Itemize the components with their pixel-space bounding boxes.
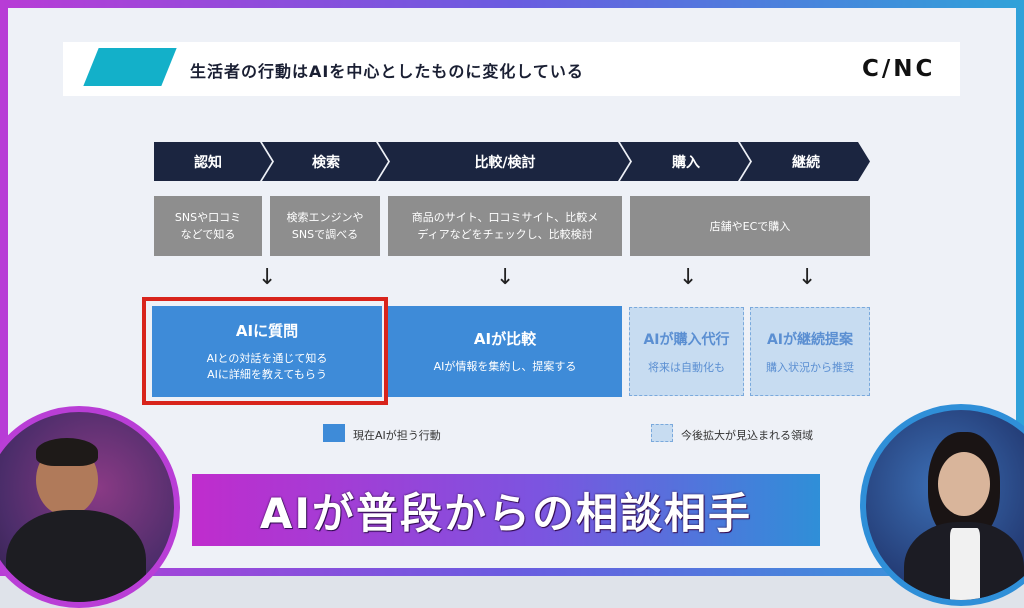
down-arrow-icon: ↓ <box>496 265 515 290</box>
ai-purchase-box: AIが購入代行 将来は自動化も <box>629 307 744 396</box>
gray-box-search: 検索エンジンや SNSで調べる <box>270 196 380 256</box>
ai-continue-box: AIが継続提案 購入状況から推奨 <box>750 307 870 396</box>
ai-ask-box: AIに質問 AIとの対話を通じて知る AIに詳細を教えてもらう <box>152 306 382 397</box>
legend-future-swatch <box>651 424 673 442</box>
ai-ask-title: AIに質問 <box>235 322 299 340</box>
ai-continue-desc: 購入状況から推奨 <box>766 360 854 374</box>
ai-ask-desc: AIとの対話を通じて知る AIに詳細を教えてもらう <box>206 352 328 381</box>
down-arrow-icon: ↓ <box>798 265 817 290</box>
down-arrow-icon: ↓ <box>679 265 698 290</box>
presenter-right-avatar <box>860 404 1024 606</box>
legend-future-label: 今後拡大が見込まれる領域 <box>681 429 813 442</box>
slide-header <box>63 42 960 96</box>
slide-title: 生活者の行動はAIを中心としたものに変化している <box>190 62 584 81</box>
stage-continue: 継続 <box>792 154 820 171</box>
down-arrow-icon: ↓ <box>258 265 277 290</box>
stage-compare: 比較/検討 <box>474 154 536 171</box>
stage-search: 検索 <box>312 154 340 171</box>
cnc-logo: C/NC <box>862 56 936 82</box>
gray-box-awareness: SNSや口コミ などで知る <box>154 196 262 256</box>
stage-purchase: 購入 <box>672 154 700 171</box>
legend-current-swatch <box>323 424 345 442</box>
stage-chevron-bar <box>154 142 870 181</box>
caption-banner: AIが普段からの相談相手 <box>192 474 820 546</box>
ai-purchase-desc: 将来は自動化も <box>648 360 725 374</box>
ai-compare-title: AIが比較 <box>473 330 537 348</box>
gray-box-compare: 商品のサイト、口コミサイト、比較メ ディアなどをチェックし、比較検討 <box>388 196 622 256</box>
ai-compare-box: AIが比較 AIが情報を集約し、提案する <box>388 306 622 397</box>
ai-purchase-title: AIが購入代行 <box>643 331 730 348</box>
highlight-frame <box>142 297 388 405</box>
stage-awareness: 認知 <box>194 154 222 171</box>
ai-compare-desc: AIが情報を集約し、提案する <box>433 360 577 373</box>
ai-continue-title: AIが継続提案 <box>766 331 854 348</box>
gray-box-purchase: 店舗やECで購入 <box>630 196 870 256</box>
legend-current-label: 現在AIが担う行動 <box>353 429 441 442</box>
